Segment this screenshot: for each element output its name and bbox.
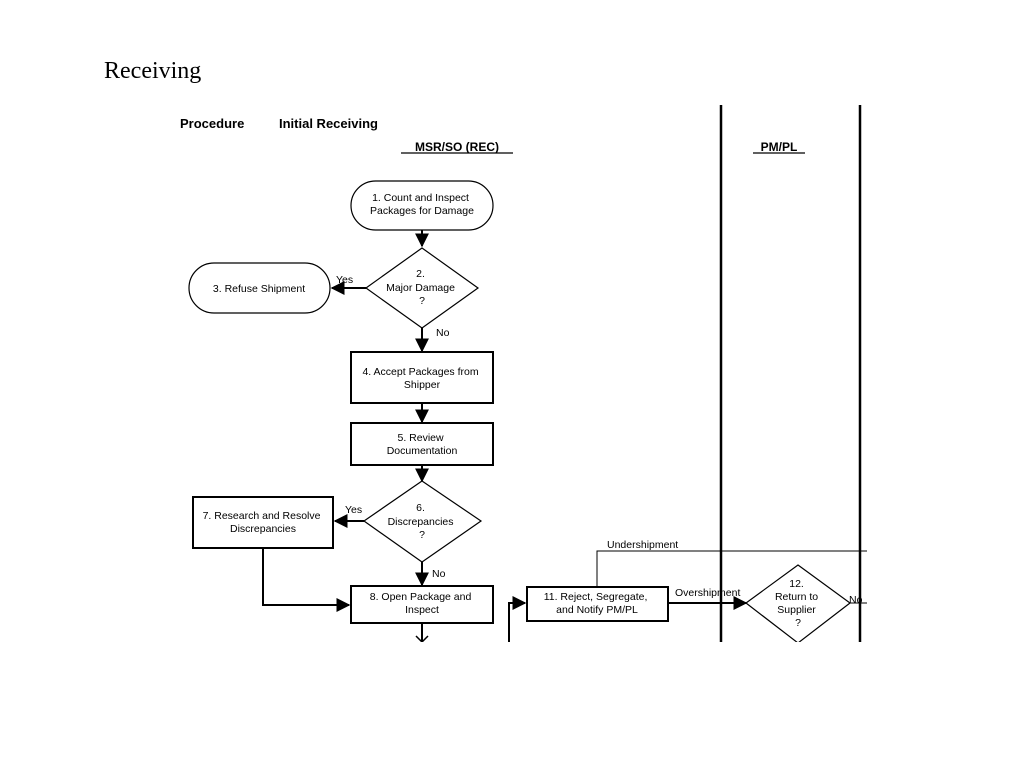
edge-into-11 [508, 596, 527, 642]
edge-label-no-12: No [849, 594, 863, 606]
node-8-label: 8. Open Package and Inspect [370, 591, 475, 616]
node-5-label: 5. Review Documentation [387, 432, 458, 457]
edge-7-8 [262, 548, 351, 612]
node-12-decision [744, 564, 852, 642]
edge-12-down [798, 643, 808, 650]
node-2-label: 2. Major Damage ? [386, 268, 458, 307]
lane-header-msr: MSR/SO (REC) [415, 140, 499, 154]
lane-header-pmpl: PM/PL [761, 140, 798, 154]
procedure-name: Initial Receiving [279, 116, 378, 131]
node-2-decision [364, 247, 480, 329]
edge-label-undershipment: Undershipment [607, 539, 678, 551]
node-7-label: 7. Research and Resolve Discrepancies [203, 510, 324, 535]
node-4-label: 4. Accept Packages from Shipper [362, 366, 481, 391]
node-5-process [350, 422, 494, 466]
edge-label-yes-2: Yes [336, 274, 353, 286]
node-8-process [350, 585, 494, 624]
node-11-label: 11. Reject, Segregate, and Notify PM/PL [544, 591, 651, 616]
edge-label-no-6: No [432, 568, 446, 580]
node-6-label: 6. Discrepancies ? [388, 502, 457, 541]
arrow-8-down [415, 635, 429, 642]
edge-label-overshipment: Overshipment [675, 587, 740, 599]
procedure-label: Procedure [180, 116, 244, 131]
node-6-decision [362, 480, 483, 563]
node-1-label: 1. Count and Inspect Packages for Damage [370, 192, 474, 217]
slide-title: Receiving [104, 58, 202, 84]
node-3-terminal [188, 262, 331, 314]
node-4-process [350, 351, 494, 404]
node-1-terminal [350, 180, 494, 231]
node-7-process [192, 496, 334, 549]
node-11-process [526, 586, 669, 622]
node-12-label: 12. Return to Supplier ? [775, 578, 821, 629]
edge-label-yes-6: Yes [345, 504, 362, 516]
edge-label-no-2: No [436, 327, 450, 339]
node-3-label: 3. Refuse Shipment [213, 283, 305, 295]
edge-undershipment [596, 550, 867, 587]
